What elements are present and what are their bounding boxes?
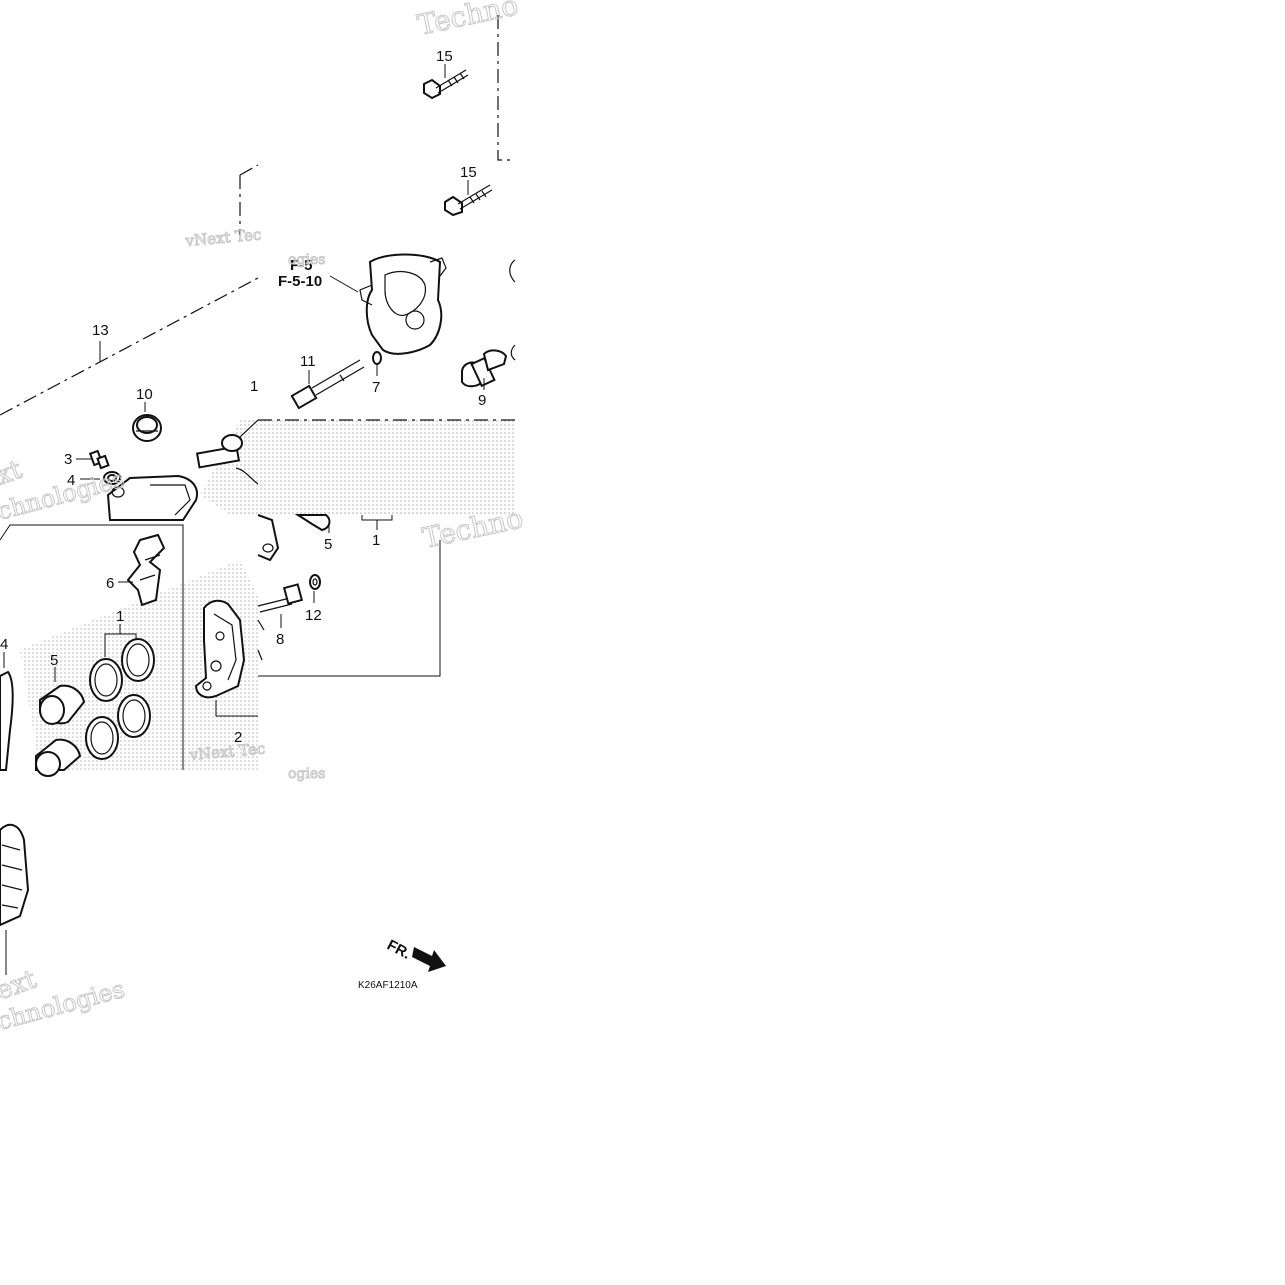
drawing-code: K26AF1210A: [358, 980, 418, 991]
cap-part-4: [103, 471, 121, 485]
callout-11: 11: [300, 353, 316, 370]
reference-label-f5: F-5: [290, 257, 313, 274]
pad-spring-part-6: [126, 533, 166, 607]
callout-6: 6: [106, 575, 114, 592]
bracket-arm-part-5: [257, 514, 280, 562]
piston-part-5-lower: [35, 684, 86, 777]
callout-12: 12: [305, 607, 322, 624]
sliding-pin-part-11: [290, 359, 365, 410]
flange-bolt-part-9: [461, 349, 508, 388]
callout-7: 7: [372, 379, 380, 396]
callout-2: 2: [234, 729, 242, 746]
assembly-frame-top-right: [497, 15, 515, 161]
assembly-frame-lower-right: [258, 540, 441, 677]
watermark-text: xt: [0, 455, 27, 492]
brake-pad-part-2: [194, 599, 246, 699]
watermark-text: vNext Tec: [184, 225, 262, 250]
washer-part-12: [309, 574, 321, 590]
slide-pin-boot-part: [195, 419, 259, 469]
callout-8: 8: [276, 631, 284, 648]
callout-15-lower: 15: [460, 164, 477, 181]
guide-bolt-part-8: [257, 583, 304, 613]
callout-4: 4: [67, 472, 75, 489]
washer-part-7: [372, 351, 382, 365]
callout-5-upper: 5: [324, 536, 332, 553]
callout-13: 13: [92, 322, 109, 339]
piston-seal-part-1: [85, 638, 155, 760]
reference-label-f5-10: F-5-10: [278, 273, 322, 290]
callout-9: 9: [478, 392, 486, 409]
assembly-frame-lower-left: [0, 524, 184, 770]
front-direction-indicator: FR.: [384, 937, 446, 972]
bleeder-valve-part-3: [88, 449, 110, 470]
bolt-part-15-lower: [444, 184, 493, 217]
shading-region-upper: [200, 420, 515, 515]
bleeder-cap-part-10: [132, 414, 162, 442]
watermark-text: Techno: [415, 0, 521, 42]
front-direction-label: FR.: [384, 937, 413, 963]
bolt-part-15-top: [423, 69, 469, 100]
watermark-text: ogies: [288, 766, 325, 782]
front-arrow-icon: [412, 947, 446, 972]
callout-10: 10: [136, 386, 153, 403]
brake-pad-shim-part: [0, 823, 30, 927]
callout-3: 3: [64, 451, 72, 468]
callout-5-lower: 5: [50, 652, 58, 669]
assembly-frame-top-left: [239, 164, 259, 235]
watermark-text: ogies: [288, 252, 325, 268]
caliper-body-part: [359, 253, 447, 355]
callout-1-upper: 1: [372, 532, 380, 549]
callout-4-left: 4: [0, 636, 8, 653]
caliper-bracket-part: [106, 474, 198, 521]
callout-1-seals: 1: [116, 608, 124, 625]
callout-15-top: 15: [436, 48, 453, 65]
brake-pad-part-14: [0, 670, 14, 771]
callout-1-mid: 1: [250, 378, 258, 395]
assembly-frame-diagonal: [0, 277, 259, 416]
